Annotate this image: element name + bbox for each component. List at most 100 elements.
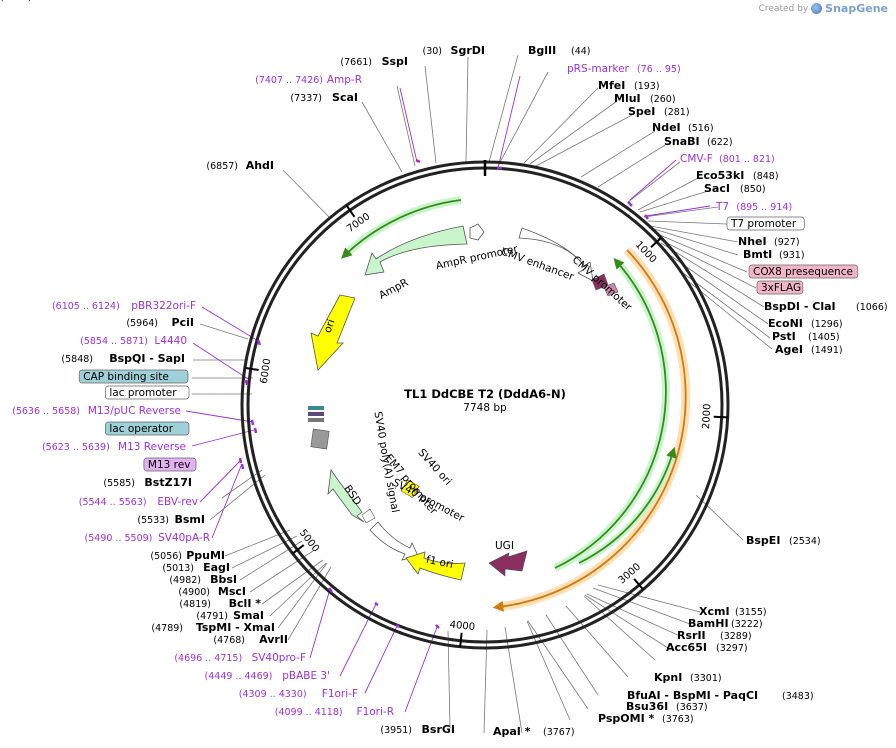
left-label-m13-reverse-position: (5623 .. 5639): [42, 442, 110, 453]
right-label-cox8-presequence-box: [748, 264, 859, 279]
feature-label-ugi: UGI: [495, 540, 514, 552]
ruler-tick: [345, 204, 356, 218]
left-label-ebv-rev-position: (5544 .. 5563): [79, 497, 147, 508]
right-label-mfei-name: MfeI: [598, 79, 625, 92]
right-label-econi-name: EcoNI: [768, 317, 803, 330]
snapgene-logo-icon: [811, 3, 823, 14]
label-leader-lines: [192, 54, 773, 734]
right-label-ndei-name: NdeI: [652, 121, 681, 134]
right-label-mlui-name: MluI: [614, 92, 641, 105]
right-label-cmv-f-position: (801 .. 821): [719, 154, 775, 165]
right-label-bspei-name: BspEI: [746, 534, 780, 547]
feature-label-sv40-promoter: SV40 promoter: [390, 477, 466, 525]
right-label-snabi-name: SnaBI: [664, 135, 700, 148]
right-label-acc65i-position: (3297): [716, 643, 748, 654]
right-label-saci-position: (850): [740, 184, 766, 195]
ruler-tick: [292, 544, 305, 555]
left-label-bcli-name: BclI *: [229, 597, 262, 610]
feature-label-sv40-ori: SV40 ori: [415, 447, 454, 488]
left-label-smai-position: (4791): [196, 611, 228, 622]
right-label-bspei-position: (2534): [789, 536, 821, 547]
brand-watermark: Created by SnapGene: [759, 2, 888, 15]
left-label-lac-promoter: lac promoter: [109, 387, 177, 399]
left-label-eagi-name: EagI: [203, 561, 230, 574]
ruler-tick: [459, 632, 463, 647]
left-label-bstz17i-position: (5585): [103, 478, 135, 489]
ruler-tick: [244, 366, 259, 372]
left-label-m13-reverse-name: M13 Reverse: [118, 441, 186, 453]
right-label-spei-name: SpeI: [628, 105, 655, 118]
right-label-mfei-position: (193): [634, 81, 660, 92]
feature-label-f1-ori: f1 ori: [425, 554, 454, 571]
feature-label-cmv-promoter: CMV promoter: [570, 254, 635, 314]
plasmid-length: 7748 bp: [463, 402, 507, 414]
left-label-msci-name: MscI: [218, 585, 246, 598]
sv40-polya-block-1: [308, 406, 324, 410]
right-label-psti-position: (1405): [808, 332, 840, 343]
left-label-m13-rev: M13 rev: [148, 459, 191, 471]
ruler-tick: [633, 578, 644, 591]
right-label-bglii-name: BglII: [528, 44, 556, 57]
right-label-snabi-position: (622): [707, 137, 733, 148]
left-label-sv40pro-f-position: (4696 .. 4715): [174, 653, 242, 664]
left-label-l4440-position: (5854 .. 5871): [80, 336, 148, 347]
cds-arc-green-top-left-line: [341, 199, 462, 259]
left-label-m13-puc-reverse-name: M13/pUC Reverse: [88, 405, 181, 417]
left-label-pcii-name: PciI: [172, 316, 194, 329]
ruler-tick-label: 4000: [449, 620, 475, 634]
right-label-spei-position: (281): [664, 107, 690, 118]
left-label-sv40pro-f-name: SV40pro-F: [252, 652, 306, 664]
right-label-bmti-position: (931): [779, 250, 805, 261]
right-label-xcmi-name: XcmI: [699, 605, 730, 618]
ruler-tick-label: 2000: [701, 403, 713, 429]
right-label-cox8-presequence: COX8 presequence: [753, 266, 853, 278]
right-label-mlui-position: (260): [650, 94, 676, 105]
left-label-lac-promoter-box: [105, 385, 190, 400]
sv40-ori-block: [400, 479, 420, 498]
amp-r-arrow: [364, 225, 468, 276]
left-label-sspi-name: SspI: [382, 55, 408, 68]
left-label-tspmi-xmai-position: (4789): [151, 623, 183, 634]
right-label-cmv-f-name: CMV-F: [680, 153, 713, 165]
left-label-avrii-name: AvrII: [259, 633, 288, 646]
right-label-kpni-name: KpnI: [654, 671, 682, 684]
feature-label-amp-r: AmpR: [377, 276, 410, 301]
cds-arc-green-inner-line: [578, 446, 677, 564]
right-label-prs-marker-position: (76 .. 95): [637, 64, 681, 75]
right-label-bamhi-name: BamHI: [688, 617, 729, 630]
left-label-bstz17i-name: BstZ17I: [144, 476, 192, 489]
right-label-nhei-name: NheI: [738, 235, 767, 248]
left-label-cap-binding-site: CAP binding site: [83, 371, 169, 383]
left-label-msci-position: (4900): [178, 587, 210, 598]
left-label-sspi-position: (7661): [340, 57, 372, 68]
left-label-ahdi-name: AhdI: [246, 159, 274, 172]
left-label-ahdi-position: (6857): [206, 161, 238, 172]
right-label-t7-promoter: T7 promoter: [730, 218, 797, 230]
right-label-hindiii-name: HindIII: [0, 0, 41, 3]
right-label-agei-name: AgeI: [775, 343, 803, 356]
feature-label-cmv-enhancer: CMV enhancer: [500, 246, 576, 284]
sv40-polya-block-4: [310, 428, 330, 450]
right-label-t7-position: (895 .. 914): [736, 202, 792, 213]
right-label-apai-position: (3767): [543, 727, 575, 738]
right-label-3xflag: 3xFLAG: [761, 282, 801, 294]
right-label-saci-name: SacI: [704, 182, 730, 195]
right-label-t7-name: T7: [715, 201, 729, 213]
left-label-pbr322ori-f-position: (6105 .. 6124): [52, 301, 120, 312]
right-label-bspdi-clai-position: (1066): [856, 302, 888, 313]
em7-promoter-arrow: [361, 508, 376, 524]
left-label-smai-name: SmaI: [233, 609, 264, 622]
left-label-bsrgi-position: (3951): [380, 725, 412, 736]
left-label-bbsi-name: BbsI: [210, 573, 237, 586]
right-label-kpni-position: (3301): [690, 673, 722, 684]
right-label-bfuai-bspmi-paqci-name: BfuAI - BspMI - PaqCI: [627, 689, 758, 702]
right-label-psti-name: PstI: [772, 330, 796, 343]
left-label-pcii-position: (5964): [126, 318, 158, 329]
ruler-tick-label: 5000: [297, 528, 321, 555]
left-label-ppumi-name: PpuMI: [186, 549, 225, 562]
left-label-f1ori-r-name: F1ori-R: [357, 706, 394, 718]
feature-label-ori: ori: [322, 318, 338, 335]
left-label-bcli-position: (4819): [179, 599, 211, 610]
right-label-bglii-position: (44): [571, 46, 591, 57]
left-label-m13-puc-reverse-position: (5636 .. 5658): [12, 406, 80, 417]
